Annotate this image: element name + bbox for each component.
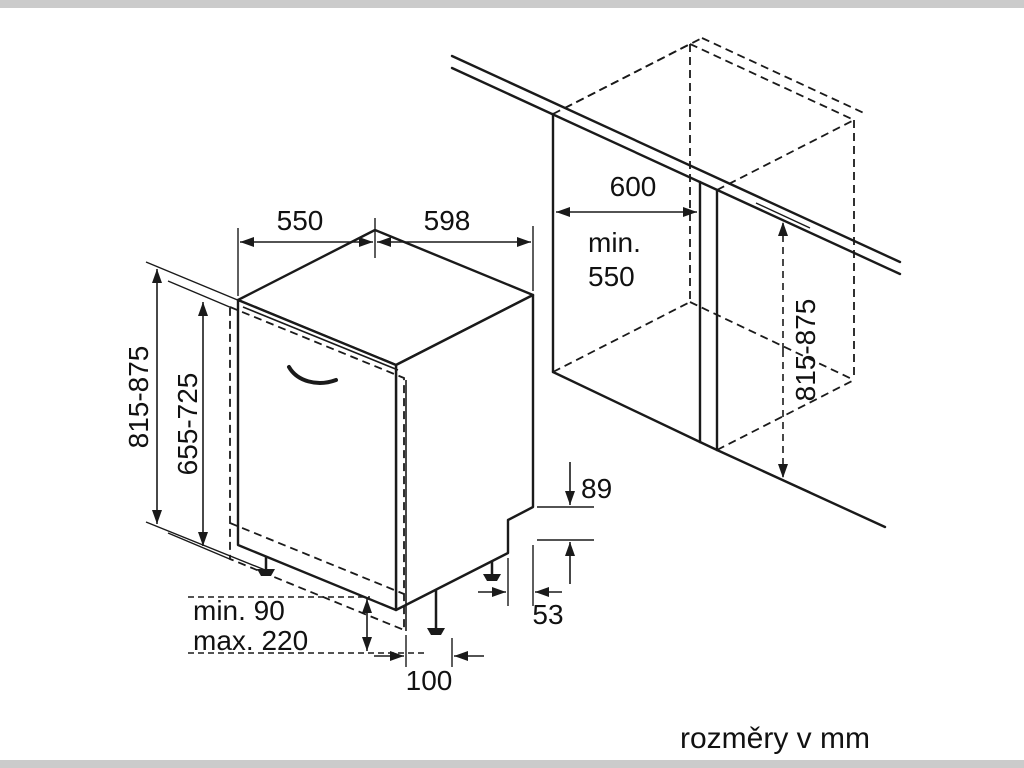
label-niche-depth: 550 — [588, 261, 635, 292]
dimension-niche-depth-min550: min. 550 — [588, 227, 641, 292]
label-top-width: 598 — [424, 205, 471, 236]
dimension-top-width-598: 598 — [377, 205, 531, 247]
letterbox-bottom — [0, 760, 1024, 768]
extension-lines — [145, 202, 811, 667]
label-plinth-max: max. 220 — [193, 625, 308, 656]
countertop — [450, 37, 902, 276]
label-plinth-min: min. 90 — [193, 595, 285, 626]
letterbox-top — [0, 0, 1024, 8]
foot-front-right — [427, 590, 445, 635]
dishwasher-front-face — [236, 298, 398, 612]
dimension-right-height: 815-875 — [778, 222, 821, 478]
label-left-height: 815-875 — [123, 346, 154, 449]
dimension-door-height: 655-725 — [172, 302, 208, 546]
label-right-height: 815-875 — [790, 299, 821, 402]
dishwasher — [229, 228, 535, 635]
label-recess-height: 89 — [581, 473, 612, 504]
label-niche-width: 600 — [610, 171, 657, 202]
dimension-recess-height-89: 89 — [565, 462, 612, 584]
label-door-height: 655-725 — [172, 373, 203, 476]
label-front-foot-depth: 100 — [406, 665, 453, 696]
dimension-plinth-range: min. 90 max. 220 — [193, 595, 372, 656]
dimension-recess-depth-53: 53 — [478, 587, 564, 630]
dimension-left-height: 815-875 — [123, 269, 162, 524]
dimension-front-foot-100: 100 — [374, 651, 484, 696]
label-recess-depth: 53 — [532, 599, 563, 630]
label-niche-depth-prefix: min. — [588, 227, 641, 258]
niche-opening — [551, 112, 887, 529]
caption-units: rozměry v mm — [680, 722, 870, 755]
dimension-niche-width-600: 600 — [556, 171, 697, 217]
foot-rear-right — [483, 561, 501, 581]
door-panel — [229, 305, 407, 632]
door-handle — [287, 365, 338, 385]
foot-front-left — [257, 556, 275, 576]
label-top-depth: 550 — [277, 205, 324, 236]
dimension-top-depth-550: 550 — [240, 205, 373, 247]
